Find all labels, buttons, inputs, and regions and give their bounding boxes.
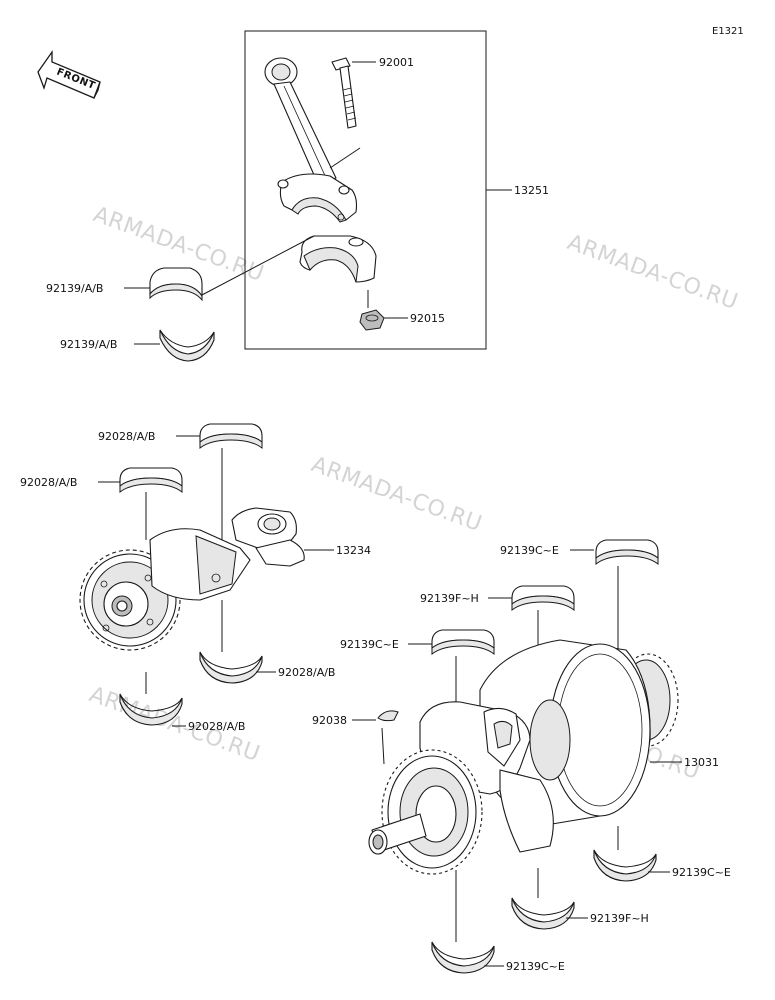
label-13251: 13251 bbox=[514, 184, 549, 197]
rod-bearing-lower bbox=[159, 329, 215, 362]
label-92139c-top-left: 92139C~E bbox=[340, 638, 399, 651]
rod-cap bbox=[299, 235, 377, 283]
label-92028-top-right: 92028/A/B bbox=[98, 430, 155, 443]
main-bearing-c-top-left bbox=[431, 629, 495, 655]
label-13234: 13234 bbox=[336, 544, 371, 557]
watermark-2: ARMADA-CO.RU bbox=[564, 230, 741, 315]
label-92028-bottom-right: 92028/A/B bbox=[278, 666, 335, 679]
diagram-id: E1321 bbox=[712, 26, 744, 37]
main-bearing-f-bottom bbox=[511, 897, 575, 930]
balancer-bearing-top-right bbox=[199, 423, 263, 449]
label-92139f-bottom: 92139F~H bbox=[590, 912, 649, 925]
label-92001: 92001 bbox=[379, 56, 414, 69]
balancer-gear bbox=[79, 549, 181, 651]
balancer-bearing-bottom-right bbox=[199, 651, 263, 684]
crank-gear-left bbox=[381, 749, 483, 875]
label-92028-bottom-left: 92028/A/B bbox=[188, 720, 245, 733]
main-bearing-c-bottom bbox=[431, 941, 495, 974]
main-bearing-f-top bbox=[511, 585, 575, 611]
label-92139c-bottom: 92139C~E bbox=[506, 960, 565, 973]
label-92139c-top-right: 92139C~E bbox=[500, 544, 559, 557]
label-92139-upper: 92139/A/B bbox=[46, 282, 103, 295]
rod-bearing-upper bbox=[149, 267, 203, 302]
label-92015: 92015 bbox=[410, 312, 445, 325]
main-bearing-c-top-right bbox=[595, 539, 659, 565]
label-92139-lower: 92139/A/B bbox=[60, 338, 117, 351]
balancer-bearing-top-left bbox=[119, 467, 183, 493]
rod-bolt bbox=[331, 57, 357, 129]
main-bearing-c-bottom-right bbox=[593, 849, 657, 882]
rod-nut bbox=[359, 309, 385, 331]
front-arrow-icon: FRONT bbox=[37, 49, 101, 99]
balancer-shaft bbox=[79, 507, 305, 651]
connecting-rod bbox=[264, 57, 358, 223]
watermark-3: ARMADA-CO.RU bbox=[308, 452, 485, 537]
label-92139c-bottom-right: 92139C~E bbox=[672, 866, 731, 879]
crankshaft bbox=[368, 639, 679, 875]
label-13031: 13031 bbox=[684, 756, 719, 769]
crank-key bbox=[377, 710, 399, 722]
label-92139f-top: 92139F~H bbox=[420, 592, 479, 605]
label-92038: 92038 bbox=[312, 714, 347, 727]
label-92028-top-left: 92028/A/B bbox=[20, 476, 77, 489]
